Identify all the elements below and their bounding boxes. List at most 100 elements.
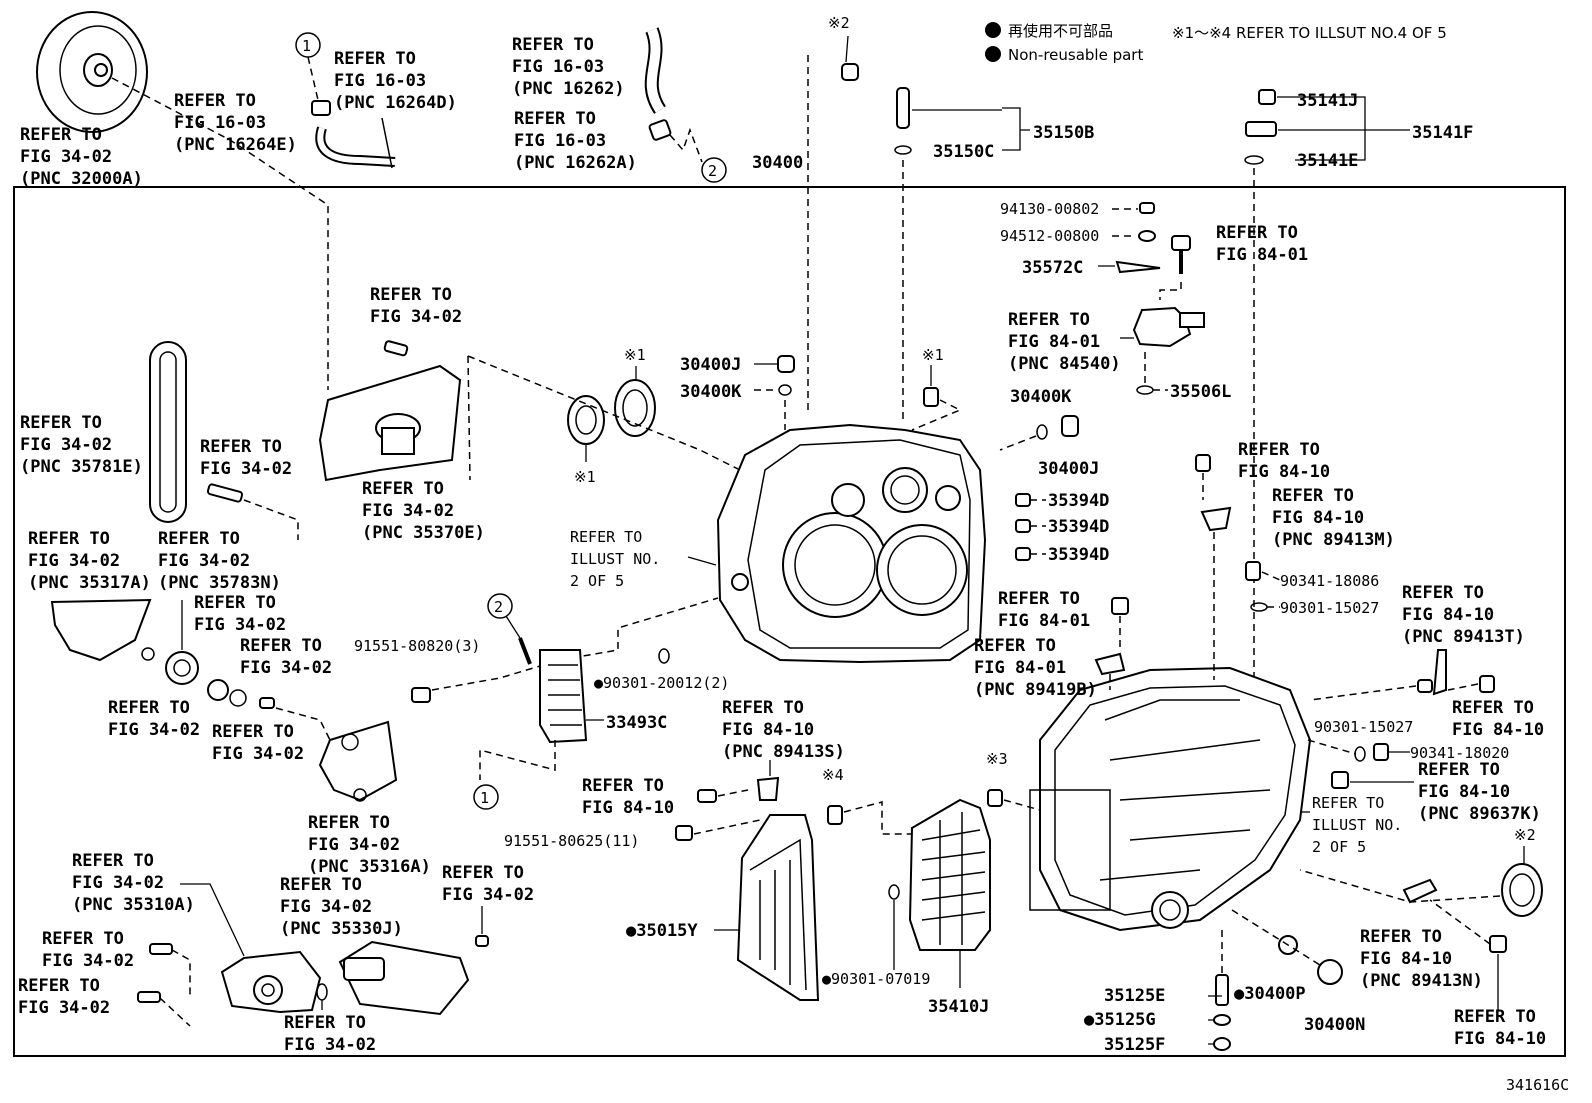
refer-line: FIG 34-02 bbox=[308, 835, 400, 855]
bracket-35572C bbox=[1115, 260, 1161, 274]
part-91551-80820: 91551-80820(3) bbox=[354, 637, 480, 655]
bolt-34-02-h bbox=[137, 991, 161, 1003]
part-35125F: 35125F bbox=[1104, 1035, 1165, 1055]
refer-line: FIG 84-10 bbox=[722, 720, 814, 740]
refer-line: (PNC 89413M) bbox=[1272, 530, 1395, 550]
refer-line: (PNC 89413T) bbox=[1402, 627, 1525, 647]
refer-line: REFER TO bbox=[200, 437, 282, 457]
oil-pump-cover-35370E bbox=[318, 364, 462, 482]
refer-line: (PNC 89419B) bbox=[974, 680, 1097, 700]
legend-jp-label: 再使用不可部品 bbox=[1008, 22, 1113, 40]
refer-line: (PNC 89413S) bbox=[722, 742, 845, 762]
part-35125G: ●35125G bbox=[1084, 1010, 1156, 1030]
part-35394D-b: 35394D bbox=[1048, 517, 1109, 537]
refer-line: REFER TO bbox=[1454, 1007, 1536, 1027]
circled-2-top bbox=[701, 157, 727, 183]
legend-en-label: Non-reusable part bbox=[1008, 46, 1143, 64]
sensor-35150B bbox=[894, 87, 912, 155]
refer-line: REFER TO bbox=[42, 929, 124, 949]
part-30400K-b: 30400K bbox=[1010, 387, 1072, 407]
refer-line: FIG 34-02 bbox=[28, 551, 120, 571]
part-35150B: 35150B bbox=[1033, 123, 1094, 143]
torque-converter bbox=[36, 11, 148, 133]
part-35572C: 35572C bbox=[1022, 258, 1083, 278]
refer-line: FIG 34-02 bbox=[280, 897, 372, 917]
circled-1-bottom-label: 1 bbox=[480, 789, 489, 807]
plug-30400J-b bbox=[1061, 415, 1079, 437]
assembly-frame bbox=[13, 186, 1566, 1057]
part-94512-00800: 94512-00800 bbox=[1000, 227, 1099, 245]
bolt-m3 bbox=[987, 789, 1003, 807]
mark-1-seal: ※1 bbox=[624, 346, 646, 364]
leader-circle1 bbox=[307, 56, 319, 101]
bolt-84-10-d bbox=[1489, 935, 1507, 953]
gear-35783N bbox=[165, 651, 199, 685]
strainer-35330J bbox=[338, 940, 470, 1016]
part-35410J: 35410J bbox=[928, 997, 989, 1017]
oil-hose-16262 bbox=[644, 27, 672, 141]
sensor-89413T bbox=[1432, 649, 1447, 696]
refer-line: REFER TO bbox=[974, 636, 1056, 656]
o-ring-90301-07019 bbox=[888, 884, 900, 900]
refer-line: REFER TO bbox=[20, 125, 102, 145]
mark-2-top: ※2 bbox=[828, 14, 850, 32]
refer-line: FIG 84-10 bbox=[1360, 949, 1452, 969]
refer-line: (PNC 35330J) bbox=[280, 919, 403, 939]
refer-line: REFER TO bbox=[158, 529, 240, 549]
refer-line: (PNC 35310A) bbox=[72, 895, 195, 915]
refer-line: REFER TO bbox=[334, 49, 416, 69]
refer-line: (PNC 16262) bbox=[512, 79, 625, 99]
leader-converter bbox=[111, 77, 329, 390]
drive-chain-35781E bbox=[149, 341, 187, 523]
refer-line: FIG 34-02 bbox=[200, 459, 292, 479]
oil-seal-m1-b bbox=[567, 395, 605, 445]
refer-line: 2 OF 5 bbox=[570, 572, 624, 590]
bolt-m4 bbox=[827, 805, 843, 825]
transaxle-case bbox=[1029, 666, 1312, 932]
refer-line: FIG 84-10 bbox=[1402, 605, 1494, 625]
bolt-91551-80625 bbox=[675, 825, 693, 841]
part-33493C: 33493C bbox=[606, 713, 667, 733]
refer-line: REFER TO bbox=[18, 976, 100, 996]
part-90341-18020: 90341-18020 bbox=[1410, 744, 1509, 762]
part-30400N: 30400N bbox=[1304, 1015, 1365, 1035]
refer-line: FIG 16-03 bbox=[512, 57, 604, 77]
sensor-89413M bbox=[1200, 506, 1232, 532]
part-35125E: 35125E bbox=[1104, 986, 1165, 1006]
refer-line: REFER TO bbox=[174, 91, 256, 111]
figure-code: 341616C bbox=[1506, 1076, 1569, 1094]
refer-line: FIG 84-10 bbox=[1272, 508, 1364, 528]
refer-line: REFER TO bbox=[1452, 698, 1534, 718]
circled-2-mid-label: 2 bbox=[494, 598, 503, 616]
refer-line: (PNC 35316A) bbox=[308, 857, 431, 877]
speed-sensor-84540 bbox=[1132, 306, 1205, 348]
refer-line: FIG 34-02 bbox=[194, 615, 286, 635]
circled-1-bottom bbox=[473, 784, 499, 810]
part-90301-07019: ●90301-07019 bbox=[822, 970, 930, 988]
part-90301-15027-a: 90301-15027 bbox=[1280, 599, 1379, 617]
refer-line: REFER TO bbox=[20, 413, 102, 433]
sensor-89413N bbox=[1402, 878, 1438, 904]
bearing bbox=[207, 679, 229, 701]
refer-line: REFER TO bbox=[514, 109, 596, 129]
valve-body-35410J bbox=[908, 798, 991, 951]
refer-line: FIG 34-02 bbox=[284, 1035, 376, 1055]
part-94130-00802: 94130-00802 bbox=[1000, 200, 1099, 218]
sensor-35141J bbox=[1244, 89, 1277, 165]
